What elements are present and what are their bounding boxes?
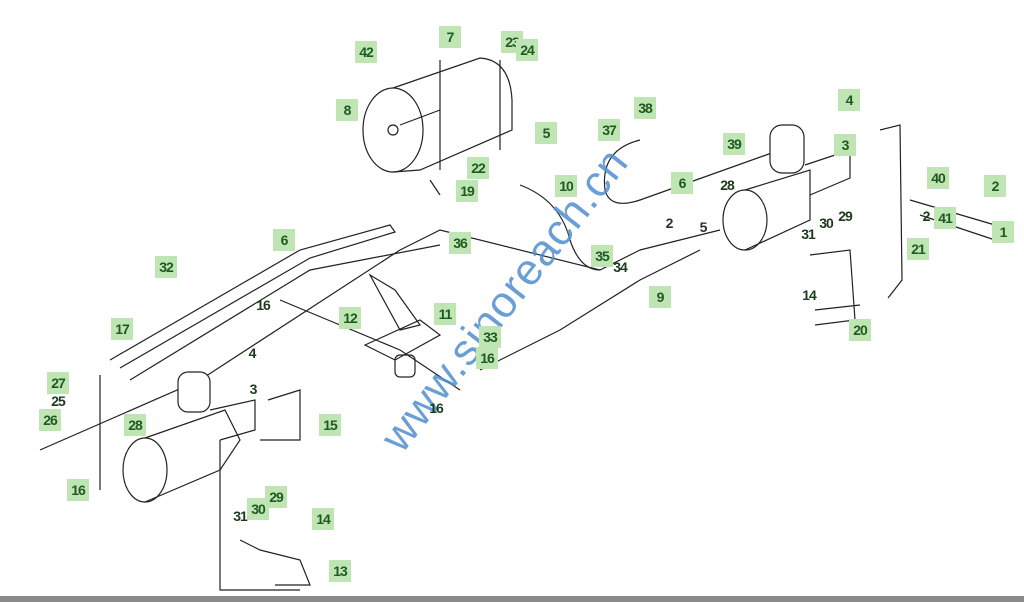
part-callout-29: 29 <box>265 486 287 508</box>
air-tank-lower-left <box>122 371 256 503</box>
part-callout-42: 42 <box>355 41 377 63</box>
air-tank-right <box>722 124 851 251</box>
part-callout-4: 4 <box>248 345 257 361</box>
part-callout-22: 22 <box>467 157 489 179</box>
part-callout-30: 30 <box>819 215 834 231</box>
part-callout-8: 8 <box>336 99 358 121</box>
part-callout-21: 21 <box>907 238 929 260</box>
part-callout-6: 6 <box>671 172 693 194</box>
part-callout-28: 28 <box>720 177 735 193</box>
part-callout-38: 38 <box>634 97 656 119</box>
part-callout-36: 36 <box>449 232 471 254</box>
part-callout-27: 27 <box>47 372 69 394</box>
part-callout-7: 7 <box>439 26 461 48</box>
brake-valve <box>363 273 442 378</box>
part-callout-13: 13 <box>329 560 351 582</box>
part-callout-31: 31 <box>801 226 816 242</box>
part-callout-28: 28 <box>124 414 146 436</box>
pipe-lines <box>39 124 903 591</box>
part-callout-17: 17 <box>111 318 133 340</box>
part-callout-4: 4 <box>838 89 860 111</box>
part-callout-25: 25 <box>51 393 66 409</box>
part-callout-1: 1 <box>992 221 1014 243</box>
part-callout-37: 37 <box>598 119 620 141</box>
part-callout-5: 5 <box>535 122 557 144</box>
part-callout-16: 16 <box>476 347 498 369</box>
part-callout-16: 16 <box>67 479 89 501</box>
part-callout-31: 31 <box>233 508 248 524</box>
part-callout-2: 2 <box>922 208 931 224</box>
part-callout-30: 30 <box>247 498 269 520</box>
bottom-border <box>0 596 1024 602</box>
part-callout-12: 12 <box>339 307 361 329</box>
part-callout-24: 24 <box>516 39 538 61</box>
part-callout-40: 40 <box>927 167 949 189</box>
part-callout-32: 32 <box>155 256 177 278</box>
part-callout-10: 10 <box>555 175 577 197</box>
part-callout-33: 33 <box>479 326 501 348</box>
part-callout-3: 3 <box>249 381 258 397</box>
air-tank-top <box>362 57 513 196</box>
part-callout-2: 2 <box>665 215 674 231</box>
part-callout-34: 34 <box>613 259 628 275</box>
part-callout-3: 3 <box>834 134 856 156</box>
part-callout-16: 16 <box>429 400 444 416</box>
part-callout-19: 19 <box>456 180 478 202</box>
part-callout-14: 14 <box>312 508 334 530</box>
part-callout-39: 39 <box>723 133 745 155</box>
part-callout-11: 11 <box>434 303 456 325</box>
part-callout-41: 41 <box>934 207 956 229</box>
part-callout-15: 15 <box>319 414 341 436</box>
part-callout-2: 2 <box>984 175 1006 197</box>
part-callout-20: 20 <box>849 319 871 341</box>
part-callout-9: 9 <box>649 286 671 308</box>
part-callout-5: 5 <box>699 219 708 235</box>
part-callout-6: 6 <box>273 229 295 251</box>
part-callout-35: 35 <box>591 245 613 267</box>
part-callout-14: 14 <box>802 287 817 303</box>
part-callout-29: 29 <box>838 208 853 224</box>
part-callout-26: 26 <box>39 409 61 431</box>
part-callout-16: 16 <box>256 297 271 313</box>
